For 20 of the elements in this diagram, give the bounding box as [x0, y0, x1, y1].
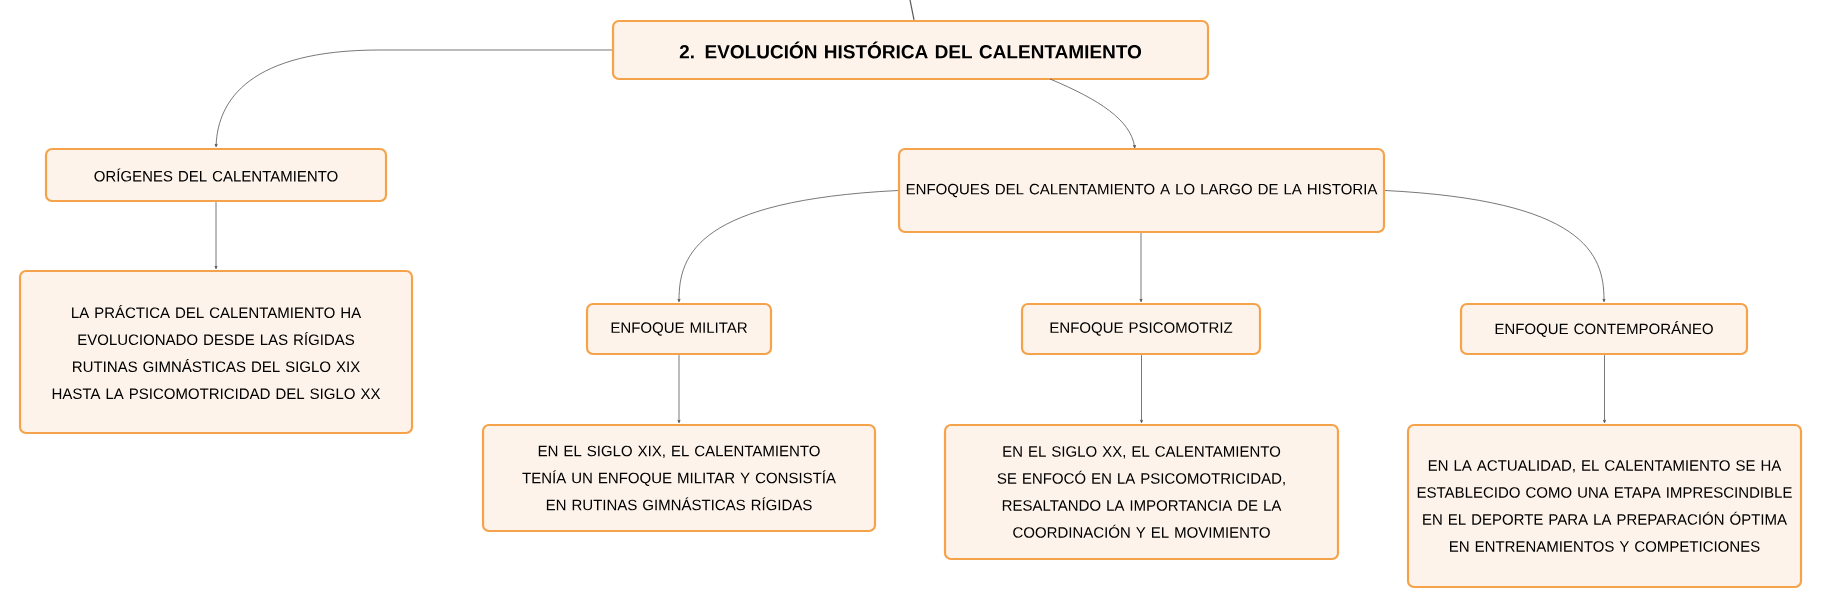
connector-line: [909, 0, 915, 21]
concept-box: ORÍGENES DEL CALENTAMIENTO: [44, 147, 388, 203]
connector-line: [1603, 354, 1606, 424]
connector-line: [1139, 232, 1143, 303]
connector-line: [677, 354, 681, 424]
concept-box: EN EL SIGLO XIX, EL CALENTAMIENTO TENÍA UN ENFOQUE MILITAR Y CONSISTÍA EN RUTINAS GIMNÁSTICAS RÍGIDAS: [481, 423, 877, 533]
connector-line: [214, 49, 613, 148]
connector-line: [214, 201, 218, 270]
concept-box: EN EL SIGLO XX, EL CALENTAMIENTO SE ENFOCÓ EN LA PSICOMOTRICIDAD, RESALTANDO LA IMPORTANCIA DE LA COORDINACIÓN Y EL MOVIMIENTO: [943, 423, 1340, 561]
concept-box: ENFOQUE PSICOMOTRIZ: [1020, 302, 1262, 356]
concept-box: ENFOQUE CONTEMPORÁNEO: [1459, 302, 1749, 356]
title-box: 2. EVOLUCIÓN HISTÓRICA DEL CALENTAMIENTO: [611, 19, 1210, 81]
connector-line: [1049, 78, 1136, 149]
connector-line: [1384, 190, 1606, 303]
concept-box: ENFOQUES DEL CALENTAMIENTO A LO LARGO DE LA HISTORIA: [897, 147, 1386, 234]
connector-line: [677, 190, 899, 303]
connector-line: [1140, 354, 1143, 424]
concept-box: LA PRÁCTICA DEL CALENTAMIENTO HA EVOLUCIONADO DESDE LAS RÍGIDAS RUTINAS GIMNÁSTICAS DEL SIGLO XIX HASTA LA PSICOMOTRICIDAD DEL SIGLO XX: [18, 269, 414, 435]
concept-box: ENFOQUE MILITAR: [585, 302, 773, 356]
concept-box: EN LA ACTUALIDAD, EL CALENTAMIENTO SE HA ESTABLECIDO COMO UNA ETAPA IMPRESCINDIBLE EN EL DEPORTE PARA LA PREPARACIÓN ÓPTIMA EN ENTRENAMIENTOS Y COMPETICIONES: [1406, 423, 1803, 589]
